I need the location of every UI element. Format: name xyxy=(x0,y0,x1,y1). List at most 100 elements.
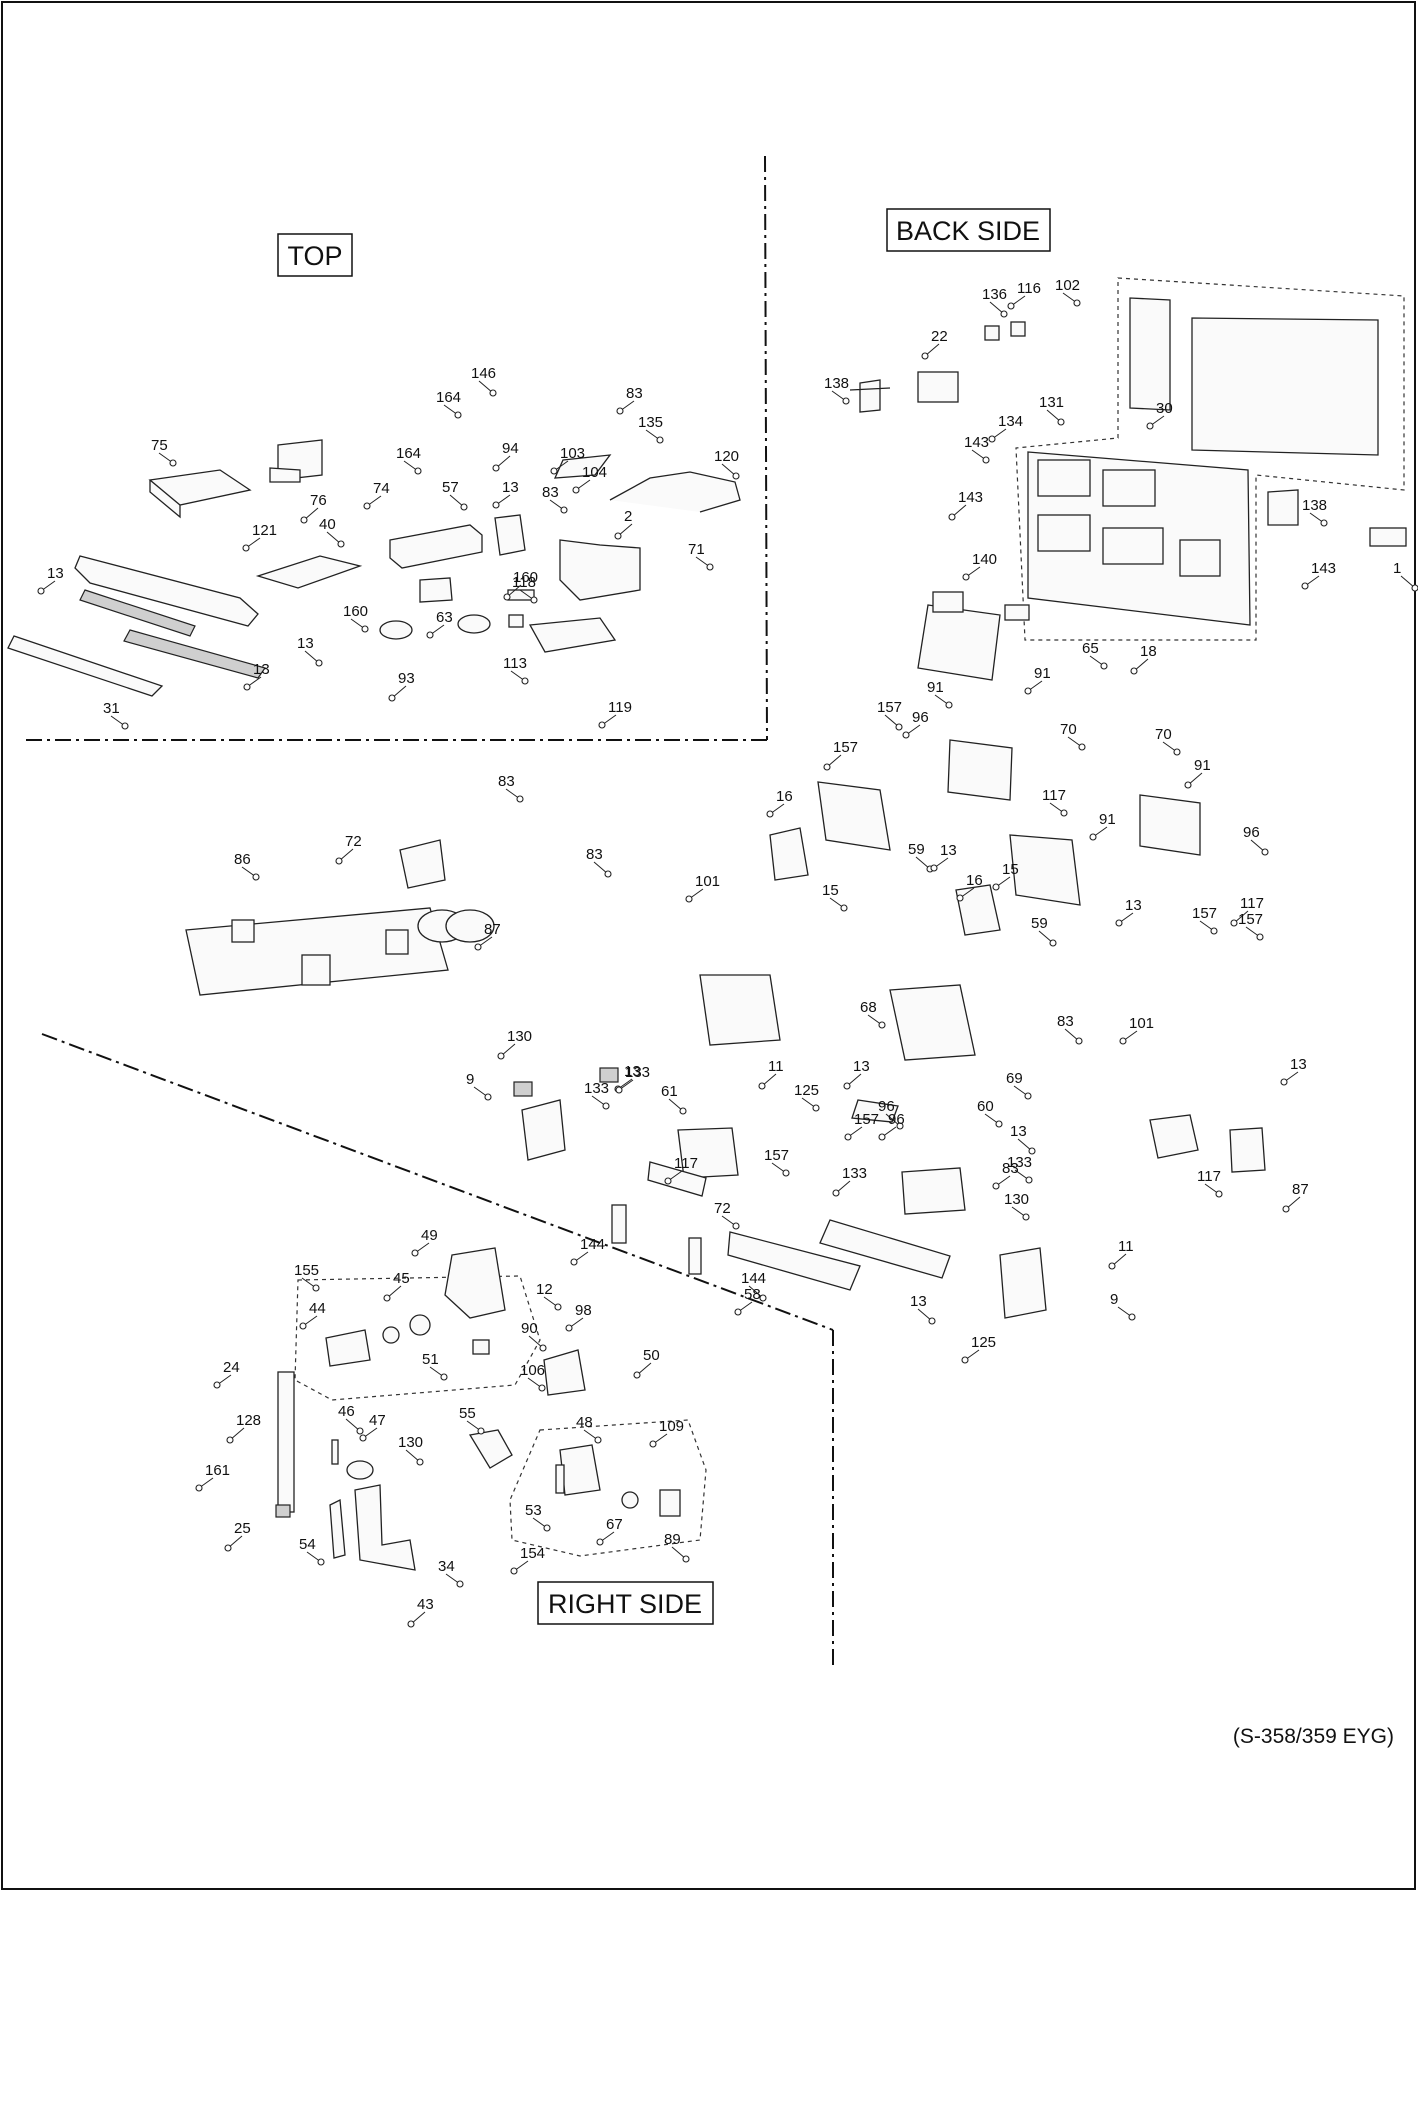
screw-icon xyxy=(902,731,910,739)
part-callout: 69 xyxy=(1006,1070,1023,1087)
part-callout: 121 xyxy=(252,522,277,539)
part-callout: 75 xyxy=(151,437,168,454)
screw-icon xyxy=(195,1484,203,1492)
part-callout: 9 xyxy=(1110,1291,1118,1308)
screw-icon xyxy=(383,1294,391,1302)
part-callout: 72 xyxy=(345,833,362,850)
screw-icon xyxy=(1173,748,1181,756)
screw-icon xyxy=(1108,1262,1116,1270)
part-callout: 13 xyxy=(47,565,64,582)
part-callout: 117 xyxy=(1042,787,1066,804)
part-callout: 18 xyxy=(1140,643,1157,660)
part-callout: 103 xyxy=(560,445,585,462)
screw-icon xyxy=(299,1322,307,1330)
part-callout: 61 xyxy=(661,1083,678,1100)
screw-icon xyxy=(664,1177,672,1185)
part-callout: 98 xyxy=(575,1302,592,1319)
part-callout: 104 xyxy=(582,464,607,481)
screw-icon xyxy=(538,1384,546,1392)
part-callout: 161 xyxy=(205,1462,230,1479)
part-callout: 130 xyxy=(398,1434,423,1451)
part-callout: 155 xyxy=(294,1262,319,1279)
screw-icon xyxy=(1024,1092,1032,1100)
subassembly-outlines xyxy=(294,277,1405,1557)
part-callout: 133 xyxy=(842,1165,867,1182)
screw-icon xyxy=(685,895,693,903)
screw-icon xyxy=(962,573,970,581)
part-callout: 101 xyxy=(695,873,720,890)
screw-icon xyxy=(1049,939,1057,947)
part-callout: 130 xyxy=(507,1028,532,1045)
part-callout: 133 xyxy=(625,1064,650,1081)
section-title-right-side: RIGHT SIDE xyxy=(548,1589,702,1619)
screw-icon xyxy=(1028,1147,1036,1155)
screw-icon xyxy=(614,532,622,540)
screw-icon xyxy=(988,435,996,443)
part-callout: 87 xyxy=(484,921,501,938)
part-callout: 71 xyxy=(688,541,705,558)
part-callout: 154 xyxy=(520,1545,545,1562)
screw-icon xyxy=(1025,1176,1033,1184)
part-callout: 125 xyxy=(971,1334,996,1351)
part-callout: 83 xyxy=(1057,1013,1074,1030)
screw-icon xyxy=(598,721,606,729)
screw-icon xyxy=(1130,667,1138,675)
part-callout: 93 xyxy=(398,670,415,687)
screw-icon xyxy=(315,659,323,667)
label-right-side: RIGHT SIDE xyxy=(537,1581,714,1625)
screw-icon xyxy=(1301,582,1309,590)
screw-icon xyxy=(37,587,45,595)
screw-icon xyxy=(1261,848,1269,856)
screw-icon xyxy=(414,467,422,475)
screw-icon xyxy=(961,1356,969,1364)
screw-icon xyxy=(337,540,345,548)
part-callout: 120 xyxy=(714,448,739,465)
screw-icon xyxy=(1073,299,1081,307)
screw-icon xyxy=(361,625,369,633)
screw-icon xyxy=(1128,1313,1136,1321)
part-callout: 117 xyxy=(674,1155,698,1172)
model-code: (S-358/359 EYG) xyxy=(1233,1725,1394,1748)
part-callout: 16 xyxy=(776,788,793,805)
screw-icon xyxy=(474,943,482,951)
label-top: TOP xyxy=(277,233,353,277)
screw-icon xyxy=(1184,781,1192,789)
part-callout: 157 xyxy=(833,739,858,756)
label-back-side: BACK SIDE xyxy=(886,208,1051,252)
part-callout: 13 xyxy=(940,842,957,859)
part-callout: 136 xyxy=(982,286,1007,303)
screw-icon xyxy=(510,1567,518,1575)
screw-icon xyxy=(656,436,664,444)
part-callout: 13 xyxy=(1125,897,1142,914)
screw-icon xyxy=(484,1093,492,1101)
part-callout: 119 xyxy=(608,699,632,716)
screw-icon xyxy=(878,1021,886,1029)
screw-icon xyxy=(596,1538,604,1546)
section-title-back-side: BACK SIDE xyxy=(896,216,1040,246)
screw-icon xyxy=(1146,422,1154,430)
parts-top xyxy=(7,439,741,697)
part-callout: 138 xyxy=(1302,497,1327,514)
screw-icon xyxy=(1024,687,1032,695)
screw-icon xyxy=(734,1308,742,1316)
screw-icon xyxy=(550,467,558,475)
screw-icon xyxy=(492,501,500,509)
screw-icon xyxy=(388,694,396,702)
part-callout: 91 xyxy=(1099,811,1116,828)
screw-icon xyxy=(844,1133,852,1141)
part-callout: 49 xyxy=(421,1227,438,1244)
part-callout: 101 xyxy=(1129,1015,1154,1032)
section-title-top: TOP xyxy=(287,241,342,271)
part-callout: 40 xyxy=(319,516,336,533)
screw-icon xyxy=(565,1324,573,1332)
screw-icon xyxy=(1119,1037,1127,1045)
part-callout: 13 xyxy=(253,661,270,678)
part-callout: 83 xyxy=(626,385,643,402)
part-callout: 11 xyxy=(1118,1238,1134,1255)
part-callout: 83 xyxy=(586,846,603,863)
section-separators xyxy=(26,155,834,1670)
part-callout: 45 xyxy=(393,1270,410,1287)
screw-icon xyxy=(460,503,468,511)
part-callout: 133 xyxy=(584,1080,609,1097)
part-callout: 109 xyxy=(659,1418,684,1435)
